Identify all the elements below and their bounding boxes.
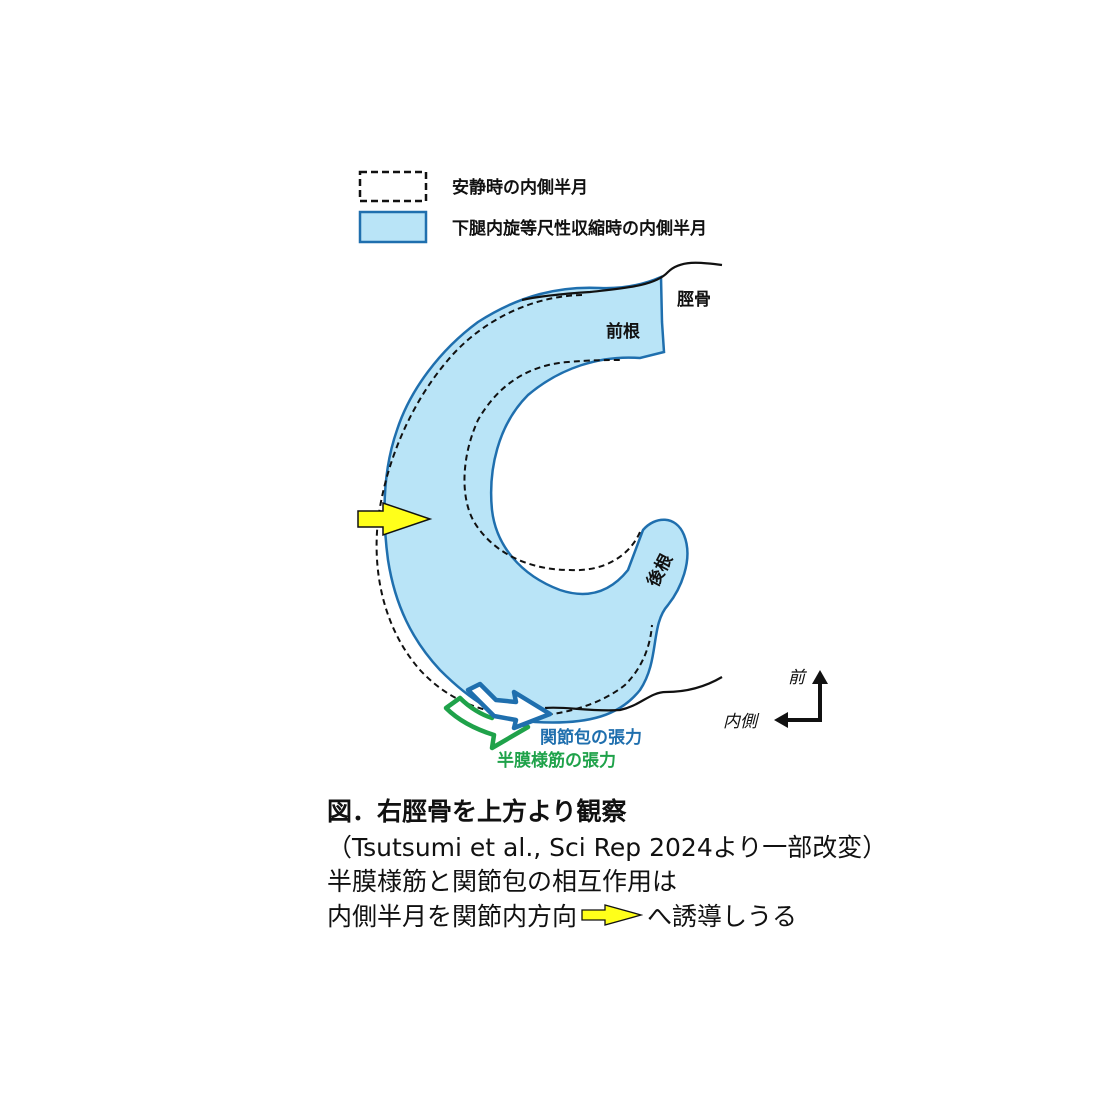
caption-line2-after: へ誘導しうる: [647, 902, 798, 931]
figure-caption-line2: 内側半月を関節内方向 へ誘導しうる: [327, 897, 797, 933]
caption-yellow-arrow-icon: [581, 904, 644, 926]
legend-contraction-swatch: [358, 210, 428, 244]
anterior-direction-label: 前: [788, 668, 807, 688]
legend-rest-label: 安静時の内側半月: [452, 177, 588, 198]
anterior-medial-compass-icon: [774, 670, 828, 728]
legend: 安静時の内側半月 下腿内旋等尺性収縮時の内側半月: [358, 170, 707, 244]
anterior-root-label: 前根: [606, 321, 640, 342]
figure-caption-line1: 半膜様筋と関節包の相互作用は: [327, 867, 678, 896]
meniscus-contraction-shape: [383, 275, 689, 724]
legend-contraction-label: 下腿内旋等尺性収縮時の内側半月: [452, 218, 707, 239]
legend-rest-swatch: [358, 170, 428, 203]
capsule-tension-label: 関節包の張力: [540, 727, 642, 748]
semimembranosus-tension-label: 半膜様筋の張力: [497, 750, 616, 771]
meniscus-rest-inner-outline: [463, 359, 641, 572]
figure-citation: （Tsutsumi et al., Sci Rep 2024より一部改変）: [327, 833, 888, 862]
yellow-arrow-icon: [357, 501, 433, 537]
meniscus-rest-outline: [375, 294, 653, 718]
figure-title: 図．右脛骨を上方より観察: [327, 797, 627, 826]
tibia-outline-lower: [544, 676, 723, 712]
caption-line2-before: 内側半月を関節内方向: [327, 902, 578, 931]
medial-direction-label: 内側: [723, 712, 760, 732]
tibia-label: 脛骨: [677, 290, 711, 310]
capsule-tension-arrow: [465, 681, 553, 731]
tibia-outline: [521, 261, 723, 302]
